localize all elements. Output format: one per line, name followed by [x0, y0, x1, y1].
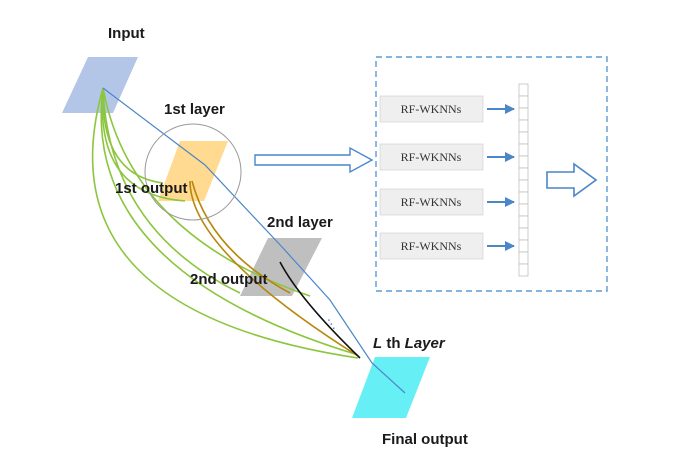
rf-box	[379, 188, 484, 216]
hollow-arrow-to-rf	[254, 146, 374, 174]
layer-ellipsis: ···	[322, 314, 343, 334]
black-connection	[279, 261, 361, 359]
input-label: Input	[108, 25, 145, 42]
layer1-plane	[158, 141, 228, 201]
layer1-highlight-circle	[144, 123, 242, 221]
layer2-label: 2nd layer	[267, 214, 333, 231]
rf-label: RF-WKNNs	[401, 239, 462, 253]
rf-box	[379, 232, 484, 260]
output2-label: 2nd output	[190, 271, 267, 288]
green-curve	[102, 87, 164, 184]
brown-curve	[189, 180, 359, 357]
green-curve	[91, 87, 359, 359]
final-output-label: Final output	[382, 431, 468, 448]
lth-layer-word: Layer	[405, 335, 446, 352]
rf-label: RF-WKNNs	[401, 150, 462, 164]
brown-connections	[189, 180, 359, 357]
lth-layer-label: L th Layer	[373, 335, 446, 352]
rf-dashed-container	[375, 56, 608, 292]
layer1-label: 1st layer	[164, 101, 225, 118]
green-curve	[100, 87, 356, 355]
lth-layer-th: th	[382, 335, 405, 352]
layer2-plane	[240, 238, 322, 296]
output1-label: 1st output	[115, 180, 188, 197]
lth-layer-prefix: L	[373, 335, 382, 352]
rf-block-2: RF-WKNNs	[379, 143, 515, 171]
brown-curve	[191, 180, 291, 294]
hollow-output-arrow	[546, 162, 598, 198]
rf-block-3: RF-WKNNs	[379, 188, 515, 216]
blue-flow-line	[102, 87, 406, 394]
rf-box	[379, 143, 484, 171]
rf-label: RF-WKNNs	[401, 195, 462, 209]
input-plane	[62, 57, 138, 113]
green-curve	[102, 89, 241, 294]
rf-label: RF-WKNNs	[401, 102, 462, 116]
output-vector	[518, 83, 529, 277]
rf-box	[379, 95, 484, 123]
rf-block-4: RF-WKNNs	[379, 232, 515, 260]
final-output-plane	[352, 357, 430, 418]
rf-block-1: RF-WKNNs	[379, 95, 515, 123]
